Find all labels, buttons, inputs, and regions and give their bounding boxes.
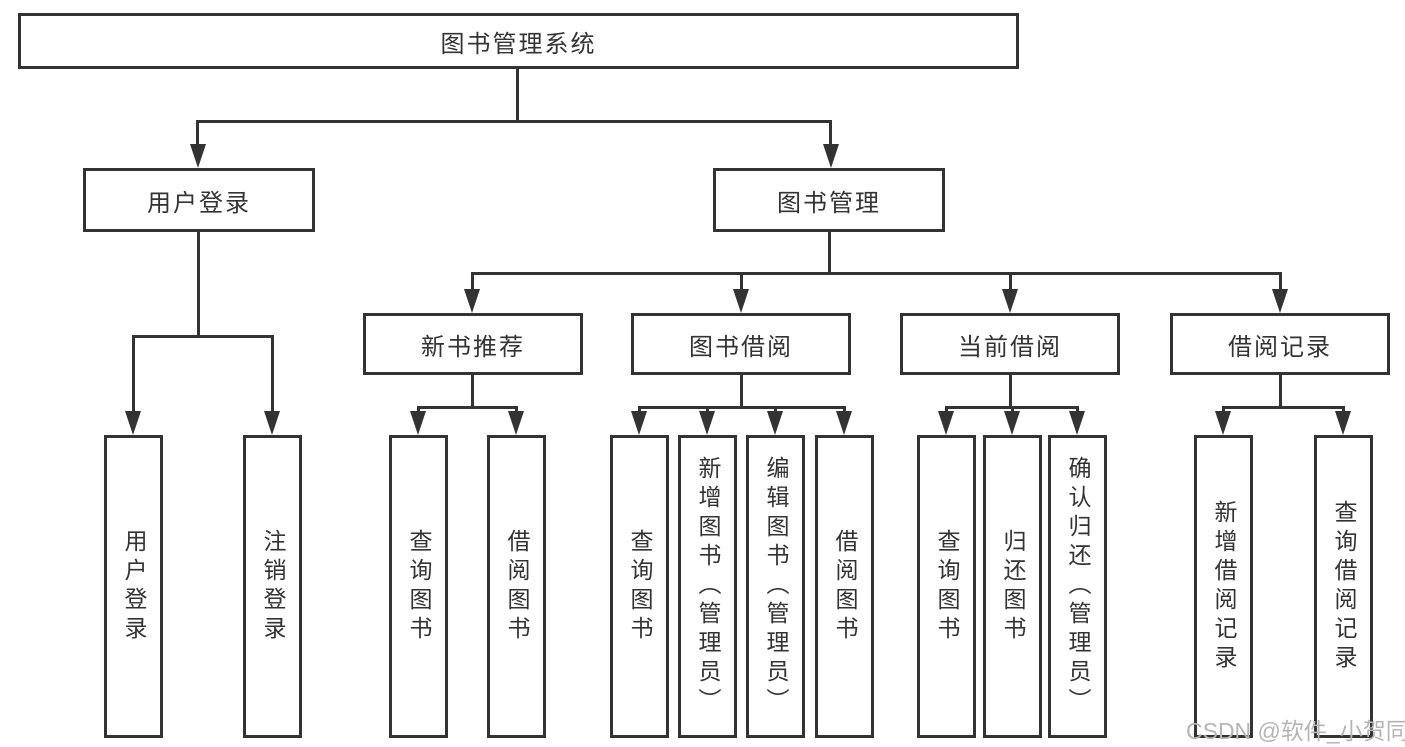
node-label: 图书管理系统 <box>440 30 597 58</box>
arrow-down-icon <box>464 289 480 313</box>
node-label: 查询借阅记录 <box>1331 499 1357 674</box>
arrow-down-icon <box>938 411 954 435</box>
node-book-borrowing: 图书借阅 <box>631 313 851 375</box>
node-label: 查询图书 <box>934 528 960 645</box>
leaf-query-books-borrow: 查询图书 <box>610 435 669 738</box>
node-label: 用户登录 <box>147 189 251 217</box>
leaf-query-books-recommend: 查询图书 <box>389 435 448 738</box>
connector-line <box>417 406 518 409</box>
connector-line <box>829 120 832 147</box>
connector-line <box>471 375 474 409</box>
csdn-watermark: CSDN @软件_小贺同学 <box>1186 718 1405 744</box>
node-label: 新增图书（管理员） <box>695 456 721 717</box>
node-label: 归还图书 <box>1000 528 1026 645</box>
node-label: 查询图书 <box>406 528 432 645</box>
connector-line <box>516 68 519 123</box>
leaf-borrow-books: 借阅图书 <box>815 435 874 738</box>
arrow-down-icon <box>767 411 783 435</box>
leaf-logout: 注销登录 <box>243 435 302 738</box>
node-library-management-system: 图书管理系统 <box>18 13 1019 69</box>
arrow-down-icon <box>1069 411 1085 435</box>
leaf-query-borrow-record: 查询借阅记录 <box>1314 435 1373 738</box>
arrow-down-icon <box>1004 411 1020 435</box>
node-label: 用户登录 <box>121 528 147 645</box>
connector-line <box>197 232 200 338</box>
connector-line <box>828 232 831 275</box>
node-label: 图书管理 <box>777 189 881 217</box>
arrow-down-icon <box>1335 411 1351 435</box>
leaf-confirm-return-admin: 确认归还（管理员） <box>1048 435 1107 738</box>
node-label: 借阅图书 <box>504 528 530 645</box>
arrow-down-icon <box>190 144 206 168</box>
leaf-add-borrow-record: 新增借阅记录 <box>1194 435 1253 738</box>
arrow-down-icon <box>410 411 426 435</box>
node-label: 编辑图书（管理员） <box>763 456 789 717</box>
arrow-down-icon <box>631 411 647 435</box>
connector-line <box>471 272 1281 275</box>
node-label: 借阅记录 <box>1228 333 1332 361</box>
node-label: 新增借阅记录 <box>1211 499 1237 674</box>
arrow-down-icon <box>1272 289 1288 313</box>
connector-line <box>1222 406 1345 409</box>
leaf-user-login: 用户登录 <box>104 435 163 738</box>
arrow-down-icon <box>125 411 141 435</box>
arrow-down-icon <box>733 289 749 313</box>
connector-line <box>1279 375 1282 409</box>
arrow-down-icon <box>836 411 852 435</box>
connector-line <box>1009 375 1012 409</box>
arrow-down-icon <box>508 411 524 435</box>
node-new-book-recommendation: 新书推荐 <box>363 313 583 375</box>
node-current-borrowing: 当前借阅 <box>900 313 1120 375</box>
node-label: 新书推荐 <box>421 333 525 361</box>
node-label: 图书借阅 <box>689 333 793 361</box>
connector-line <box>271 335 274 415</box>
arrow-down-icon <box>1215 411 1231 435</box>
node-book-management: 图书管理 <box>713 168 945 232</box>
leaf-borrow-books-recommend: 借阅图书 <box>487 435 546 738</box>
node-label: 注销登录 <box>260 528 286 645</box>
node-label: 借阅图书 <box>832 528 858 645</box>
connector-line <box>471 272 474 292</box>
leaf-add-books-admin: 新增图书（管理员） <box>678 435 737 738</box>
arrow-down-icon <box>823 144 839 168</box>
arrow-down-icon <box>264 411 280 435</box>
leaf-edit-books-admin: 编辑图书（管理员） <box>746 435 805 738</box>
node-label: 查询图书 <box>627 528 653 645</box>
connector-line <box>740 272 743 292</box>
connector-line <box>196 120 832 123</box>
node-label: 当前借阅 <box>958 333 1062 361</box>
arrow-down-icon <box>699 411 715 435</box>
node-borrowing-records: 借阅记录 <box>1170 313 1390 375</box>
node-label: 确认归还（管理员） <box>1065 456 1091 717</box>
connector-line <box>740 375 743 409</box>
connector-line <box>132 335 135 415</box>
connector-line <box>638 406 846 409</box>
connector-line <box>1279 272 1282 292</box>
leaf-return-books: 归还图书 <box>983 435 1042 738</box>
arrow-down-icon <box>1002 289 1018 313</box>
leaf-query-books-current: 查询图书 <box>917 435 976 738</box>
node-user-login: 用户登录 <box>83 168 315 232</box>
connector-line <box>196 120 199 147</box>
connector-line <box>132 335 274 338</box>
connector-line <box>1009 272 1012 292</box>
